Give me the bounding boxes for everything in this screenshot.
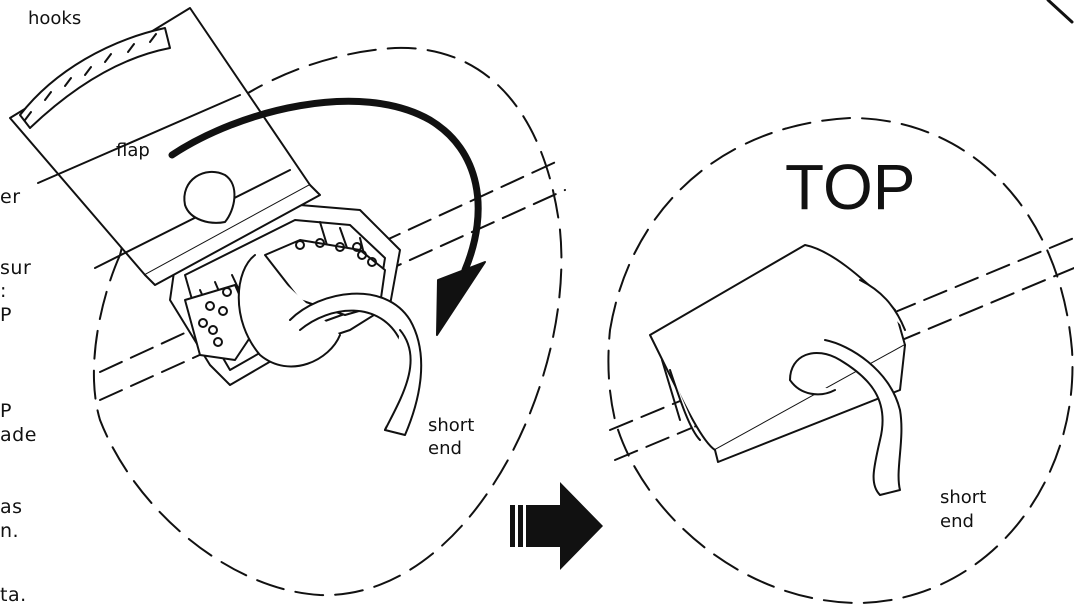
- label-top: TOP: [785, 151, 916, 223]
- curved-arrow-icon: [168, 97, 482, 274]
- clipped-text-8: n.: [0, 520, 20, 542]
- left-rivets: [198, 238, 377, 347]
- clipped-text-2: sur: [0, 257, 32, 279]
- clipped-text-6: ade: [0, 424, 37, 446]
- double-bar-arrow-right-icon: [510, 482, 603, 570]
- clipped-text-7: as: [0, 496, 23, 518]
- left-strap: [237, 254, 423, 436]
- label-hooks: hooks: [28, 8, 82, 29]
- label-short-end-right-2: end: [940, 511, 974, 532]
- label-short-end-left-1: short: [428, 415, 475, 436]
- clipped-text-3: :: [0, 280, 7, 302]
- left-flap: [9, 7, 321, 286]
- clipped-text-9: ta.: [0, 584, 27, 606]
- hook-marks: [24, 33, 157, 121]
- right-buckle: [649, 244, 906, 463]
- label-short-end-right-1: short: [940, 487, 987, 508]
- right-detail-circle: [607, 117, 1074, 604]
- label-short-end-left-2: end: [428, 438, 462, 459]
- clipped-text-5: P: [0, 400, 12, 422]
- corner-mark: [1046, 0, 1074, 24]
- clipped-text-4: P: [0, 304, 12, 326]
- label-flap: flap: [116, 140, 150, 161]
- clipped-text-1: er: [0, 186, 21, 208]
- left-detail-circle: [92, 46, 563, 597]
- curved-arrow-head: [436, 261, 486, 336]
- right-strap: [789, 339, 903, 496]
